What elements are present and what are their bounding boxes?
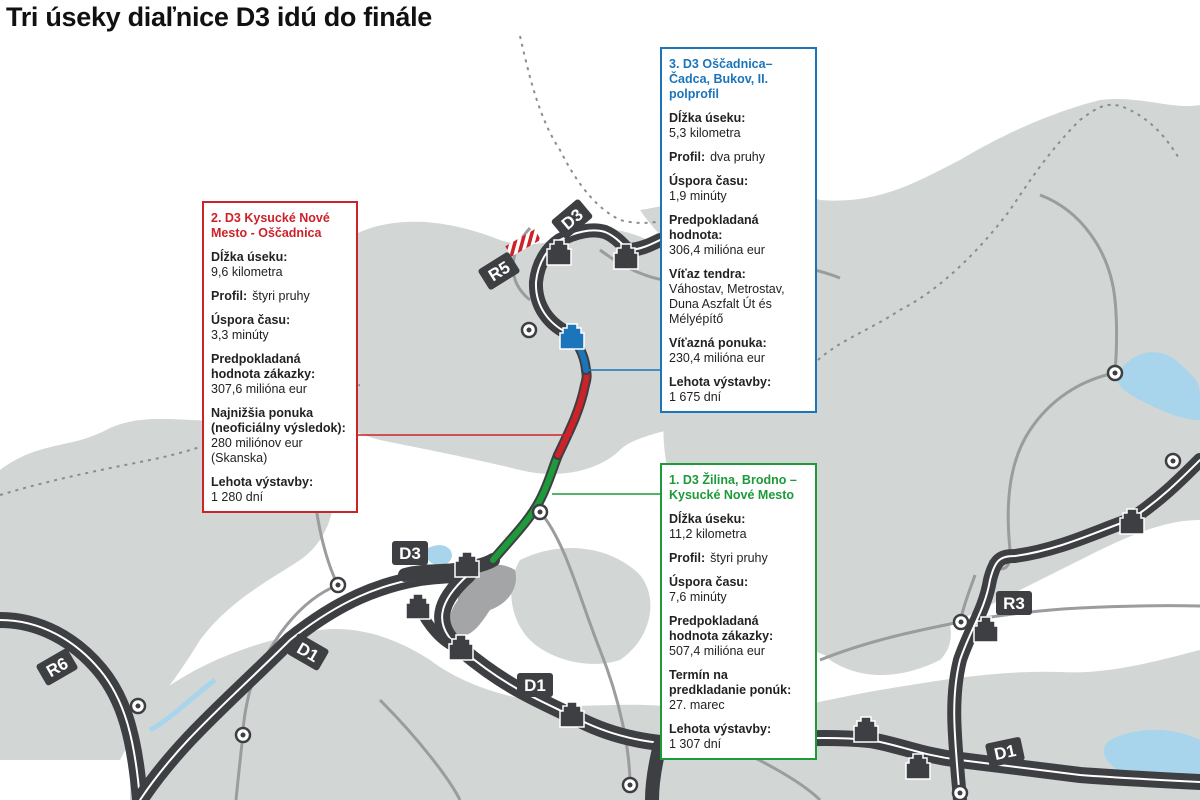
page-title: Tri úseky diaľnice D3 idú do finále — [6, 2, 433, 32]
forest-area-center-south — [511, 548, 651, 664]
tollgate-icon — [905, 753, 931, 780]
section-2-profile: Profil:štyri pruhy — [211, 289, 310, 303]
tollgate-icon — [559, 701, 585, 728]
section-3-length: Dĺžka úseku:5,3 kilometra — [669, 111, 746, 140]
svg-text:D1: D1 — [524, 676, 546, 695]
river-west — [148, 677, 217, 733]
section-3-title: 3. D3 Oščadnica–Čadca, Bukov, II. polpro… — [669, 57, 773, 101]
lake-east — [1117, 352, 1200, 420]
callout-lines — [358, 369, 660, 495]
water-bodies — [425, 352, 1200, 782]
tollgate-icon — [546, 239, 572, 266]
section-1-construction-period: Lehota výstavby:1 307 dní — [669, 722, 772, 751]
town-circle-icon — [129, 697, 147, 715]
section-1-estimated-value: Predpokladaná hodnota zákazky:507,4 mili… — [669, 614, 774, 658]
section-1-profile: Profil:štyri pruhy — [669, 551, 768, 565]
tollgate-icon — [448, 634, 474, 661]
town-circle-icon — [951, 784, 969, 800]
road-label-d1-center: D1 — [517, 673, 553, 697]
town-circle-icon — [952, 613, 970, 631]
section-1-title: 1. D3 Žilina, Brodno – Kysucké Nové Mest… — [669, 473, 797, 502]
town-circle-icon — [329, 576, 347, 594]
tollgate-icon — [973, 616, 999, 643]
town-circle-icon — [520, 321, 538, 339]
section-3-infobox: 3. D3 Oščadnica–Čadca, Bukov, II. polpro… — [660, 47, 817, 413]
section-2-infobox: 2. D3 Kysucké Nové Mesto - Oščadnica Dĺž… — [202, 201, 358, 513]
svg-text:D1: D1 — [992, 741, 1017, 764]
section-1-time-saving: Úspora času:7,6 minúty — [669, 575, 749, 604]
tollgate-icon — [853, 716, 879, 743]
section-2-length: Dĺžka úseku:9,6 kilometra — [211, 250, 288, 279]
tunnel-portal-icon — [559, 323, 585, 350]
town-circle-icon — [1164, 452, 1182, 470]
road-label-d3-south: D3 — [392, 541, 428, 565]
interchanges — [405, 239, 1145, 780]
town-circle-icon — [621, 776, 639, 794]
country-border — [0, 35, 1181, 496]
svg-text:D3: D3 — [399, 544, 421, 563]
road-label-r3: R3 — [996, 591, 1032, 615]
section-2-estimated-value: Predpokladaná hodnota zákazky:307,6 mili… — [211, 352, 316, 396]
section-3-tender-winner: Víťaz tendra:Váhostav, Metrostav, Duna A… — [669, 267, 785, 326]
tollgate-icon — [405, 593, 431, 620]
section-2-time-saving: Úspora času:3,3 minúty — [211, 313, 291, 342]
water-zilina — [425, 545, 452, 566]
town-circle-icon — [531, 503, 549, 521]
town-markers — [129, 321, 1182, 800]
section-1-bid-deadline: Termín na predkladanie ponúk:27. marec — [669, 668, 792, 712]
town-circle-icon — [234, 726, 252, 744]
section-1-length: Dĺžka úseku:11,2 kilometra — [669, 512, 747, 541]
forest-area-southeast — [809, 551, 951, 675]
road-r5-planned — [505, 229, 541, 257]
lake-southeast — [1103, 729, 1200, 782]
tollgate-icon — [613, 243, 639, 270]
tollgate-icon — [1119, 508, 1145, 535]
road-south — [645, 738, 667, 800]
road-label-d1-east: D1 — [985, 737, 1025, 767]
forest-area-central — [255, 221, 751, 474]
svg-text:R3: R3 — [1003, 594, 1025, 613]
section-1-infobox: 1. D3 Žilina, Brodno – Kysucké Nové Mest… — [660, 463, 817, 760]
section-3-time-saving: Úspora času:1,9 minúty — [669, 174, 749, 203]
section-2-lowest-bid: Najnižšia ponuka (neoficiálny výsledok):… — [211, 406, 346, 465]
section-2-title: 2. D3 Kysucké Nové Mesto - Oščadnica — [211, 211, 330, 240]
section-3-winning-bid: Víťazná ponuka:230,4 milióna eur — [669, 336, 767, 365]
tollgate-icon — [454, 551, 480, 578]
section-3-estimated-value: Predpokladaná hodnota:306,4 milióna eur — [669, 213, 765, 257]
section-3-construction-period: Lehota výstavby:1 675 dní — [669, 375, 772, 404]
town-circle-icon — [1106, 364, 1124, 382]
section-3-profile: Profil:dva pruhy — [669, 150, 766, 164]
section-2-construction-period: Lehota výstavby:1 280 dní — [211, 475, 314, 504]
